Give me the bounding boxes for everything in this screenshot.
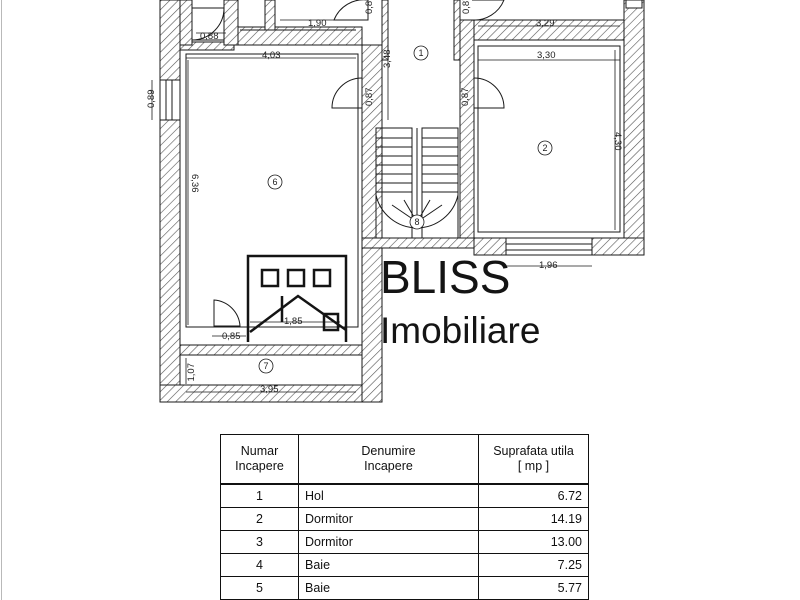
cell-nr: 4 [220,553,299,577]
room-8-label: 8 [414,217,419,227]
table-row: 5 Baie 5.77 [220,576,589,600]
room-8-marker [409,214,425,230]
rooms-table: Numar Incapere Denumire Incapere Suprafa… [220,434,589,600]
cell-area: 13.00 [478,530,589,554]
logo-bliss-text: BLISS [380,251,510,303]
wall-top-room6-a [179,41,235,51]
dimension-lines [151,19,620,393]
table-row: 2 Dormitor 14.19 [220,507,589,531]
dim-329: 3,29 [536,18,555,29]
dim-348: 3,48 [382,50,393,69]
bliss-logo: BLISS Imobiliare [246,251,540,351]
dim-087-top-b: 0,87 [461,0,472,14]
dim-196: 1,96 [539,260,558,271]
dim-395: 3,95 [260,384,279,395]
room-2-marker [537,140,553,156]
window-left [159,79,181,121]
dim-430: 4,30 [612,132,623,151]
cell-area: 7.25 [478,553,589,577]
room-1-label: 1 [418,48,423,58]
floor-plan: 0,88 1,90 0,87 0,87 3,29 4,03 3,48 3,30 … [146,0,645,403]
cell-area: 14.19 [478,507,589,531]
cell-nr: 1 [220,483,299,508]
door-top-center-left [333,0,369,21]
wall-hall-left [381,0,389,61]
wall-upper-left-2 [223,0,239,46]
dim-403: 4,03 [262,50,281,61]
dim-185: 1,85 [284,316,303,327]
cell-name: Dormitor [298,507,479,531]
window-room2 [505,237,593,256]
wall-upper-mid [264,0,276,31]
wall-center-left [361,44,383,403]
cell-nr: 2 [220,507,299,531]
window-top-right [625,0,643,9]
logo-house-icon [246,254,348,342]
wall-stair-bottom [361,237,475,249]
dim-089: 0,89 [146,90,157,109]
dim-085: 0,85 [222,331,241,342]
room-7-label: 7 [263,361,268,371]
cell-area: 6.72 [478,483,589,508]
dim-087-left: 0,87 [364,88,375,107]
room2-inner-line [477,45,621,233]
header-numar: Numar Incapere [220,434,299,485]
cell-area: 5.77 [478,576,589,600]
cell-name: Baie [298,576,479,600]
table-row: 4 Baie 7.25 [220,553,589,577]
wall-center-right [459,19,475,241]
door-upper-left [191,7,225,41]
doors [191,0,505,327]
page-edge-rule [1,0,2,600]
door-hall-left [331,77,363,109]
cell-nr: 5 [220,576,299,600]
header-denumire: Denumire Incapere [298,434,479,485]
wall-right-outer [623,0,645,256]
room-1-marker [413,45,429,61]
room-outlines [185,29,621,328]
room-6-label: 6 [272,177,277,187]
cell-name: Dormitor [298,530,479,554]
dim-107: 1,07 [186,363,197,382]
header-suprafata: Suprafata utila [ mp ] [478,434,589,485]
logo-imobiliare-text: Imobiliare [380,310,540,351]
dim-330: 3,30 [537,50,556,61]
table-header-row: Numar Incapere Denumire Incapere Suprafa… [220,434,589,485]
table-row: 3 Dormitor 13.00 [220,530,589,554]
cell-nr: 3 [220,530,299,554]
dim-087-right: 0,87 [460,88,471,107]
room-2-label: 2 [542,143,547,153]
room-6-marker [267,174,283,190]
dim-087-top-a: 0,87 [364,0,375,14]
wall-left-outer [159,0,181,403]
room-7-marker [258,358,274,374]
wall-upper-left [179,0,193,46]
table-row: 1 Hol 6.72 [220,483,589,508]
cell-name: Hol [298,483,479,508]
door-room7 [213,299,241,327]
room-markers [258,45,553,374]
dim-088: 0,88 [200,31,219,42]
dim-190: 1,90 [308,18,327,29]
dim-636: 6,36 [189,174,200,193]
cell-name: Baie [298,553,479,577]
wall-hall-right [453,0,461,61]
door-top-center-right [471,0,505,21]
room6-inner-line [185,53,359,328]
door-hall-right [473,77,505,109]
wall-room7-top [179,344,363,356]
